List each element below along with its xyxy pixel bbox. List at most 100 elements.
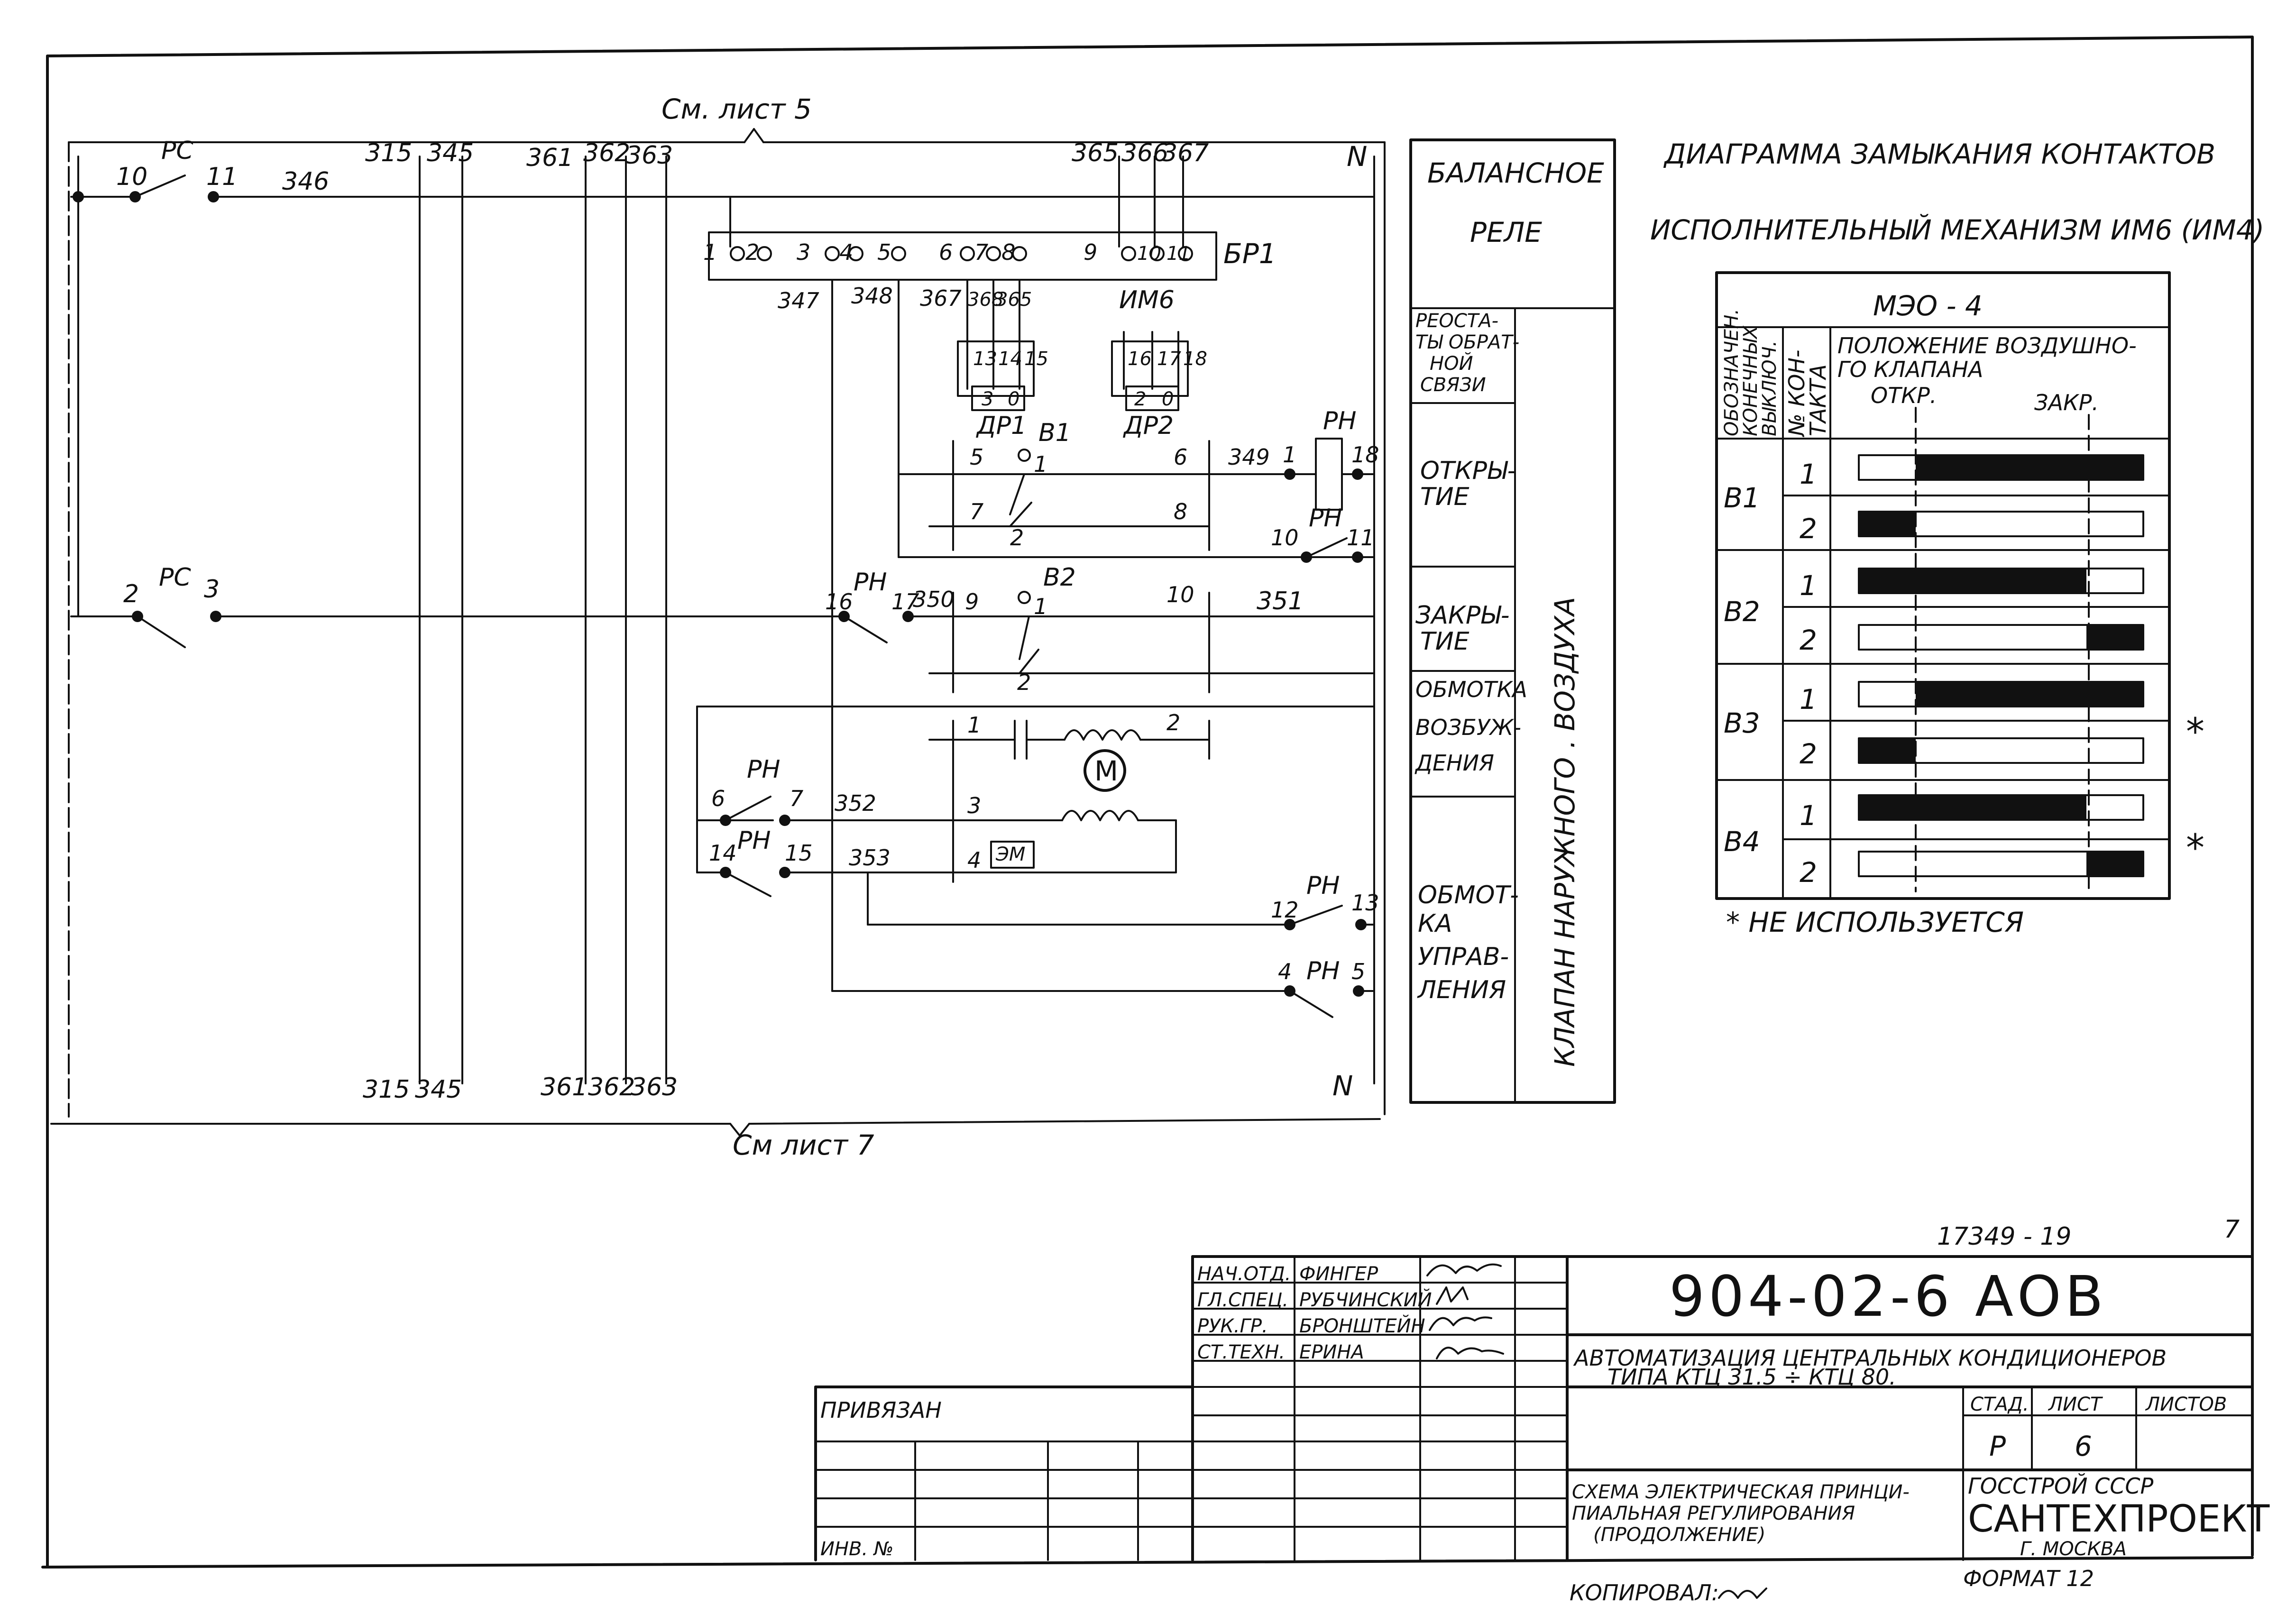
top-wire-363: 363 [626,141,673,170]
sheet-desc-2: ПИАЛЬНАЯ РЕГУЛИРОВАНИЯ [1572,1503,1855,1524]
contact-b2-1: 1 [1800,569,1817,602]
contact-closed-bar [2086,625,2143,650]
rn-6-label: РН [747,755,780,784]
br-term-10: 10 [1137,243,1161,265]
contact-b4-2: 2 [1800,856,1817,889]
rc-top-right: 11 [206,163,238,191]
sheets-label: ЛИСТОВ [2145,1394,2227,1415]
br-term-5: 5 [877,239,891,265]
b1-t7: 7 [970,499,983,524]
rn-6-left: 6 [711,786,725,811]
dr2-pin-16: 16 [1128,348,1152,370]
inventory-label: ИНВ. № [820,1538,893,1560]
b1-label: В1 [1038,419,1071,447]
contact-b4-1: 1 [1800,799,1817,832]
b2-c1: 1 [1034,594,1047,619]
rn-10-label: РН [1309,504,1342,532]
rn-10-right: 11 [1347,525,1375,551]
rn-12-right: 13 [1351,890,1379,916]
wire-367-top: 367 [1162,139,1209,167]
sheet-desc-1: СХЕМА ЭЛЕКТРИЧЕСКАЯ ПРИНЦИ- [1572,1481,1910,1503]
r-feedback-4: СВЯЗИ [1420,374,1486,396]
contact-closed-bar [1859,569,2086,593]
dr2-pin-17: 17 [1157,348,1181,370]
neutral-bottom: N [1332,1070,1353,1102]
valve-vertical-label: КЛАПАН НАРУЖНОГО . ВОЗДУХА [1549,597,1581,1067]
r-control-2: КА [1418,909,1452,938]
motor-t4: 4 [967,847,981,873]
project-1: АВТОМАТИЗАЦИЯ ЦЕНТРАЛЬНЫХ КОНДИЦИОНЕРОВ [1573,1345,2167,1371]
b1-t6: 6 [1174,444,1187,470]
r-close-1: ЗАКРЫ- [1415,601,1510,630]
b2-c2: 2 [1017,670,1031,695]
name-2: РУБЧИНСКИЙ [1299,1288,1432,1311]
contact-b2-2: 2 [1800,624,1817,656]
r-open-1: ОТКРЫ- [1420,457,1516,485]
sheet-desc-3: (ПРОДОЛЖЕНИЕ) [1593,1524,1765,1546]
br-term-4: 4 [839,239,853,265]
contact-b3-2: 2 [1800,738,1817,770]
brake-label: ЭМ [995,844,1025,865]
r-control-3: УПРАВ- [1418,943,1509,971]
br-term-8: 8 [1001,239,1015,265]
signatures [1426,1263,1504,1359]
dr1-pin-14: 14 [998,348,1022,370]
rn-6-right: 7 [790,786,803,811]
dr2-right: 0 [1162,388,1174,410]
rn-16-left: 16 [825,589,853,615]
wire-366: 366 [1121,139,1168,167]
contact-closed-bar [1859,738,1916,763]
r-feedback-1: РЕОСТА- [1415,310,1498,332]
diagram-subtitle: ИСПОЛНИТЕЛЬНЫЙ МЕХАНИЗМ ИМ6 (ИМ4) [1650,213,2264,246]
col-position-1: ПОЛОЖЕНИЕ ВОЗДУШНО- [1837,333,2137,358]
role-2: ГЛ.СПЕЦ. [1197,1289,1288,1311]
page-number: 7 [2224,1215,2240,1244]
r-excite-3: ДЕНИЯ [1414,750,1494,776]
br-term-3: 3 [797,239,810,265]
rc-2-3-circuit [70,591,1375,693]
archive-number: 17349 - 19 [1937,1222,2071,1251]
role-1: НАЧ.ОТД. [1197,1263,1291,1285]
rc-mid-right: 3 [204,575,220,604]
stage-value: Р [1989,1430,2006,1462]
dr1-pin-13: 13 [973,348,997,370]
wire-347: 347 [778,288,819,313]
sheet-frame [41,36,2254,1569]
sheet-ref-top: См. лист 5 [661,93,812,125]
rn-14-left: 14 [709,840,737,866]
contact-closed-bar [2086,852,2143,876]
copied-label: КОПИРОВАЛ: [1570,1580,1719,1606]
stage-label: СТАД. [1970,1394,2029,1415]
switch-b4: В4 [1724,826,1760,858]
role-4: СТ.ТЕХН. [1197,1341,1285,1363]
name-3: БРОНШТЕЙН [1299,1314,1425,1337]
wire-365-low: 365 [996,289,1032,311]
dr2-left: 2 [1134,388,1146,410]
star-b3: * [2186,711,2204,753]
br-term-2: 2 [745,239,759,265]
br-term-1: 1 [703,239,717,265]
rn-coil-label: РН [1323,407,1356,435]
relay-title-2: РЕЛЕ [1470,216,1542,248]
switch-b1: В1 [1724,482,1760,514]
wire-367: 367 [920,285,962,311]
diagram-table-frame [1715,271,2171,900]
col-switch-2: КОНЕЧНЫХ [1740,325,1762,436]
rn-coil-right: 18 [1351,442,1379,468]
rc-10-11-circuit [70,174,1375,248]
b2-t10: 10 [1166,582,1194,607]
balance-relay-label: БР1 [1223,238,1277,270]
top-wire-345: 345 [427,139,474,167]
b1-open-circuit [898,438,1375,563]
wire-349: 349 [1228,444,1270,470]
copier-signature [1718,1587,1767,1599]
contact-bars [1858,454,2144,877]
b1-c2: 2 [1010,525,1024,551]
motor-t3: 3 [967,793,981,818]
name-4: ЕРИНА [1299,1341,1364,1363]
rc-top-label: РС [161,137,193,165]
bottom-wire-361: 361 [541,1073,588,1101]
b1-t5: 5 [970,444,983,470]
rc-top-left: 10 [116,163,147,191]
rheostat-dr2 [1111,331,1189,411]
